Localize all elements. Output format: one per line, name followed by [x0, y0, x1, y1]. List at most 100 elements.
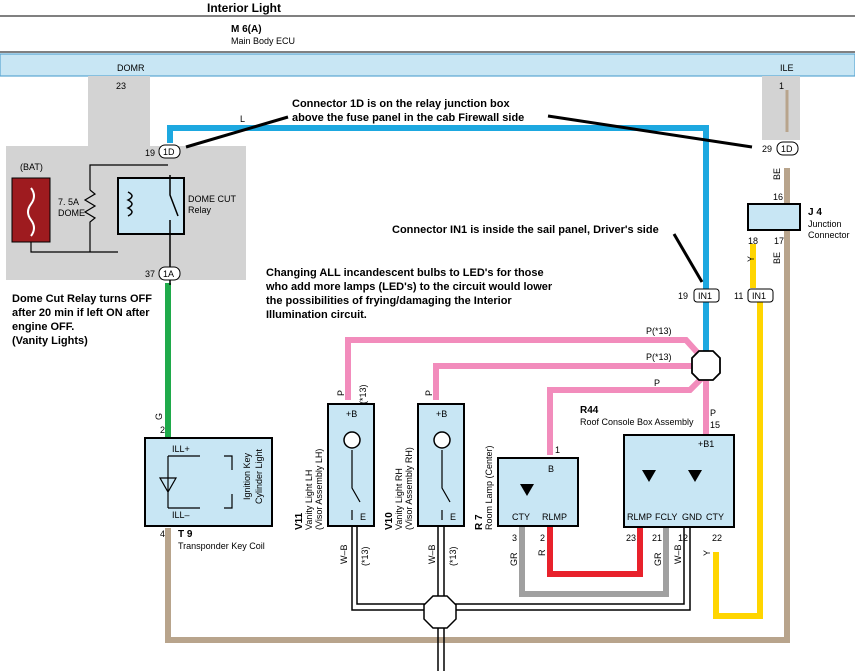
fuse-rating: 7. 5A: [58, 197, 79, 207]
wire-label-wb-3: W–B: [673, 544, 683, 564]
wires: [165, 90, 790, 671]
connector-37-1a: 37 1A: [145, 266, 181, 281]
wire-label-pin15: 15: [710, 420, 720, 430]
wire-label-y-1: Y: [746, 256, 756, 262]
vanity-e: E: [450, 512, 456, 522]
wire-p-r7: [547, 375, 705, 455]
annotation-led-note-4: Illumination circuit.: [266, 309, 367, 321]
wire-label-13-b: (*13): [448, 546, 458, 566]
wire-label-13-v11: (*13): [358, 384, 368, 404]
r7-pin1: 1: [555, 445, 560, 455]
annotations: Connector 1D is on the relay junction bo…: [12, 98, 753, 347]
r7-name: Room Lamp (Center): [484, 445, 494, 530]
r7-rlmp: RLMP: [542, 512, 567, 522]
fuse-name: DOME: [58, 208, 85, 218]
header: Interior Light M 6(A) Main Body ECU: [0, 1, 855, 53]
wire-label-wb-2: W–B: [427, 544, 437, 564]
t9-ill-plus: ILL+: [172, 444, 190, 454]
r44-pin21: 21: [652, 533, 662, 543]
wire-p13-top: [345, 337, 709, 400]
ground-splice: [423, 595, 457, 629]
j4-name-2: Connector: [808, 230, 850, 240]
annotation-led-note-1: Changing ALL incandescent bulbs to LED's…: [266, 267, 544, 279]
t9-name: Transponder Key Coil: [178, 541, 265, 551]
r7-b: B: [548, 464, 554, 474]
wire-label-y-2: Y: [702, 550, 712, 556]
r44-rlmp: RLMP: [627, 512, 652, 522]
connector-id: 1D: [781, 144, 793, 154]
relay-name-1: DOME CUT: [188, 194, 236, 204]
annotation-relay-note-2: after 20 min if left ON after: [12, 307, 150, 319]
r7-room-lamp: 1 B CTY RLMP 3 2 R 7 Room Lamp (Center): [474, 445, 579, 543]
domr-pin: 23: [116, 81, 126, 91]
j4-pin18: 18: [748, 236, 758, 246]
wire-label-pin2: 2: [160, 425, 165, 435]
ile-region: [762, 76, 800, 140]
wire-label-p13-1: P(*13): [646, 326, 672, 336]
wire-gr: [519, 527, 669, 597]
wire-label-p13-2: P(*13): [646, 352, 672, 362]
ecu-band: [0, 53, 855, 77]
connector-id: 1A: [163, 269, 174, 279]
r44-fcly: FCLY: [655, 512, 677, 522]
ile-label: ILE: [780, 63, 794, 73]
wire-label-p-v11: P: [336, 390, 346, 396]
annotation-connector-1d-line2: above the fuse panel in the cab Firewall…: [292, 112, 524, 124]
wire-label-p-v10: P: [424, 390, 434, 396]
wire-label-g: G: [154, 413, 164, 420]
v11-code: V11: [294, 512, 305, 530]
wire-r: [547, 527, 643, 577]
r44-code: R44: [580, 405, 599, 416]
vanity-b: +B: [436, 409, 447, 419]
j4-code: J 4: [808, 207, 822, 218]
t9-side-1: Ignition Key: [242, 452, 252, 500]
v10-name-1: Vanity Light RH: [394, 468, 404, 530]
wire-br-ground: [165, 168, 790, 643]
r44-b1: +B1: [698, 439, 714, 449]
wire-label-be-2: BE: [772, 252, 782, 264]
v10-name-2: (Visor Assembly RH): [404, 447, 414, 530]
connector-id: IN1: [698, 291, 712, 301]
resistor-symbol: [83, 189, 97, 230]
wire-label-p-r44: P: [654, 378, 660, 388]
wire-label-gr-2: GR: [653, 552, 663, 566]
dome-cut-relay: [117, 177, 185, 235]
j4-pin16: 16: [773, 192, 783, 202]
v10-vanity-light-rh: +B E V10 Vanity Light RH (Visor Assembly…: [384, 403, 465, 530]
j4-pin17: 17: [774, 236, 784, 246]
page-title: Interior Light: [207, 1, 281, 15]
wire-wb: [351, 527, 691, 671]
bat-label: (BAT): [20, 162, 43, 172]
r7-pin2: 2: [540, 533, 545, 543]
connector-29-1d: 29 1D: [762, 141, 799, 156]
annotation-led-note-2: who add more lamps (LED's) to the circui…: [265, 281, 553, 293]
r7-code: R 7: [474, 514, 485, 530]
wire-label-l: L: [240, 114, 245, 124]
v10-code: V10: [384, 512, 395, 530]
vanity-b: +B: [346, 409, 357, 419]
fuse-symbol: [27, 187, 35, 237]
wire-l-main: [167, 125, 709, 355]
connector-19-in1: 19 IN1: [678, 288, 720, 303]
annotation-relay-note-4: (Vanity Lights): [12, 335, 88, 347]
connector-pin: 11: [734, 291, 743, 301]
r44-pin12: 12: [678, 533, 688, 543]
vanity-e: E: [360, 512, 366, 522]
v11-name-2: (Visor Assembly LH): [314, 449, 324, 530]
battery-fuse-box: [11, 177, 51, 243]
connector-pin: 29: [762, 144, 772, 154]
fuse-wiring: [30, 164, 168, 253]
ile-pin: 1: [779, 81, 784, 91]
annotation-relay-note-1: Dome Cut Relay turns OFF: [12, 293, 152, 305]
relay-name-2: Relay: [188, 205, 212, 215]
r44-cty: CTY: [706, 512, 724, 522]
connector-pin: 19: [678, 291, 688, 301]
domr-label: DOMR: [117, 63, 145, 73]
pointer-line: [672, 233, 704, 283]
wire-y: [713, 244, 763, 619]
t9-transponder-key-coil: ILL+ ILL– Ignition Key Cylinder Light T …: [144, 437, 273, 551]
connector-pin: 19: [145, 148, 155, 158]
domr-region: [88, 76, 150, 148]
